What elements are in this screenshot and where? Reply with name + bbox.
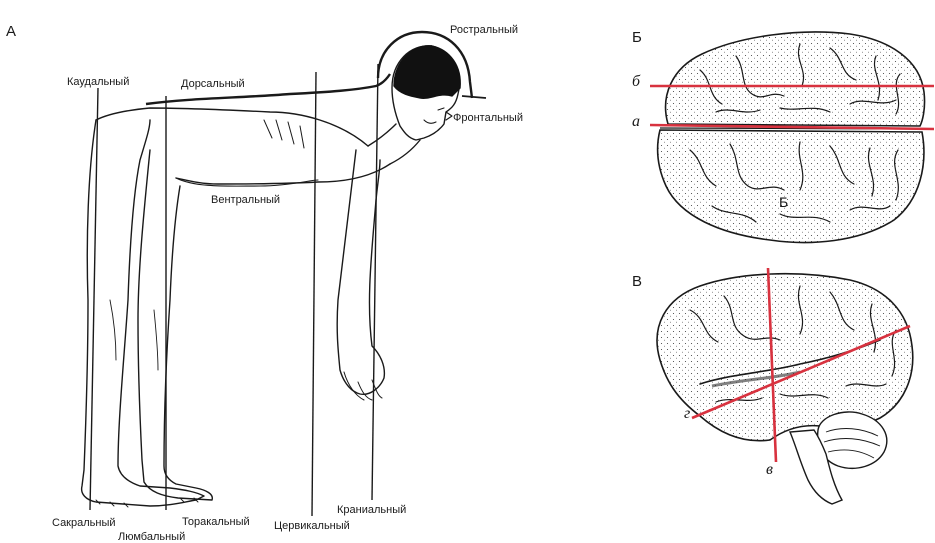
label-cervical: Цервикальный bbox=[274, 520, 350, 532]
label-sacral: Сакральный bbox=[52, 517, 116, 529]
panel-label-v: В bbox=[632, 273, 643, 290]
belly-contour bbox=[175, 163, 391, 185]
frontal-arrow-line bbox=[461, 95, 487, 99]
sacral-line bbox=[89, 87, 99, 511]
vertical-reference-lines bbox=[89, 63, 379, 517]
label-caudal: Каудальный bbox=[67, 76, 130, 88]
label-dorsal: Дорсальный bbox=[181, 78, 245, 90]
brain-side-view bbox=[656, 272, 914, 505]
brain-inline-letter: Б bbox=[779, 194, 789, 210]
brain-top-upper-hemisphere bbox=[664, 31, 926, 127]
right-leg bbox=[137, 149, 213, 501]
head-brain-shape bbox=[393, 45, 461, 100]
brain-side-brainstem bbox=[788, 429, 844, 505]
cut-label-a: а bbox=[632, 113, 640, 130]
panel-label-b: Б bbox=[632, 29, 642, 46]
arm bbox=[336, 149, 386, 395]
label-cranial: Краниальный bbox=[337, 504, 407, 516]
rostral-arc bbox=[376, 30, 474, 99]
brain-top-view bbox=[656, 31, 926, 244]
cut-line-a bbox=[649, 123, 935, 131]
panel-label-a: А bbox=[6, 23, 17, 40]
cut-label-b: б bbox=[632, 73, 641, 90]
label-lumbar: Люмбальный bbox=[118, 531, 186, 543]
left-leg bbox=[80, 119, 205, 507]
cut-label-g: г bbox=[684, 405, 691, 422]
label-rostral: Ростральный bbox=[450, 24, 519, 36]
label-ventral: Вентральный bbox=[211, 194, 281, 206]
brain-side-cerebrum bbox=[656, 272, 914, 442]
dorsal-curve bbox=[145, 73, 391, 106]
cervical-line bbox=[311, 71, 317, 517]
human-figure bbox=[80, 45, 461, 508]
back-contour bbox=[95, 107, 369, 147]
cranial-line bbox=[371, 63, 379, 501]
cut-line-v bbox=[766, 267, 778, 463]
label-frontal: Фронтальный bbox=[453, 112, 523, 124]
label-thoracic: Торакальный bbox=[182, 516, 250, 528]
cut-label-v: в bbox=[766, 461, 773, 478]
cut-line-g bbox=[691, 324, 911, 420]
brain-top-lower-hemisphere bbox=[656, 129, 925, 244]
